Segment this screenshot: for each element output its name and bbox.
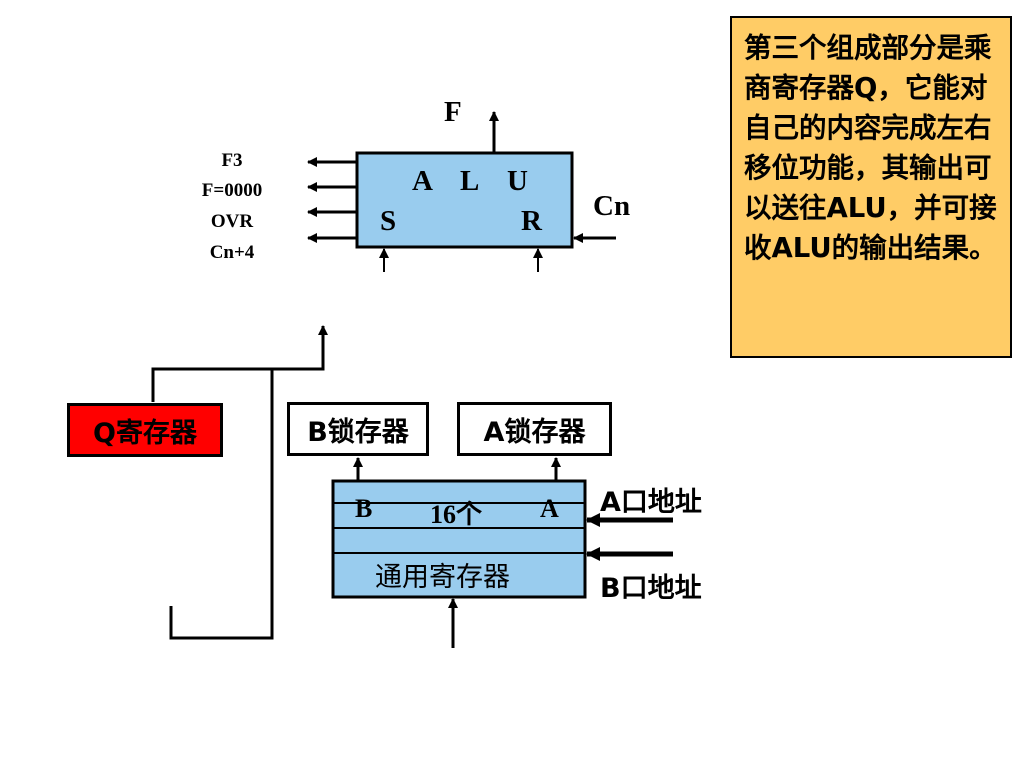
alu-input-r-label: R (521, 205, 542, 237)
flag-label-cn4: Cn+4 (209, 242, 255, 263)
register-file-a-label: A (540, 494, 559, 523)
a-port-address-label: A口地址 (600, 487, 702, 518)
a-latch-box: A锁存器 (457, 402, 612, 456)
flag-label-fzero: F=0000 (201, 180, 263, 201)
register-file-title: 通用寄存器 (375, 562, 510, 593)
register-file-b-label: B (355, 494, 373, 523)
q-register-box: Q寄存器 (67, 403, 223, 457)
carry-in-label: Cn (593, 190, 631, 222)
alu-box (355, 151, 574, 249)
b-latch-box: B锁存器 (287, 402, 429, 456)
register-file-count-label: 16个 (430, 500, 483, 529)
alu-title-u: U (507, 165, 528, 197)
feedback-line (169, 369, 274, 640)
register-file-box (331, 479, 587, 599)
alu-output-f-label: F (444, 96, 462, 128)
flag-label-f3: F3 (221, 150, 243, 171)
alu-input-s-label: S (380, 205, 397, 237)
b-port-address-label: B口地址 (600, 573, 702, 604)
q-to-alu-line (151, 325, 328, 402)
note-box: 第三个组成部分是乘商寄存器Q，它能对自己的内容完成左右移位功能，其输出可以送往A… (730, 16, 1012, 358)
alu-title-l: L (460, 165, 480, 197)
alu-title-a: A (412, 165, 433, 197)
flag-label-ovr: OVR (210, 211, 254, 232)
